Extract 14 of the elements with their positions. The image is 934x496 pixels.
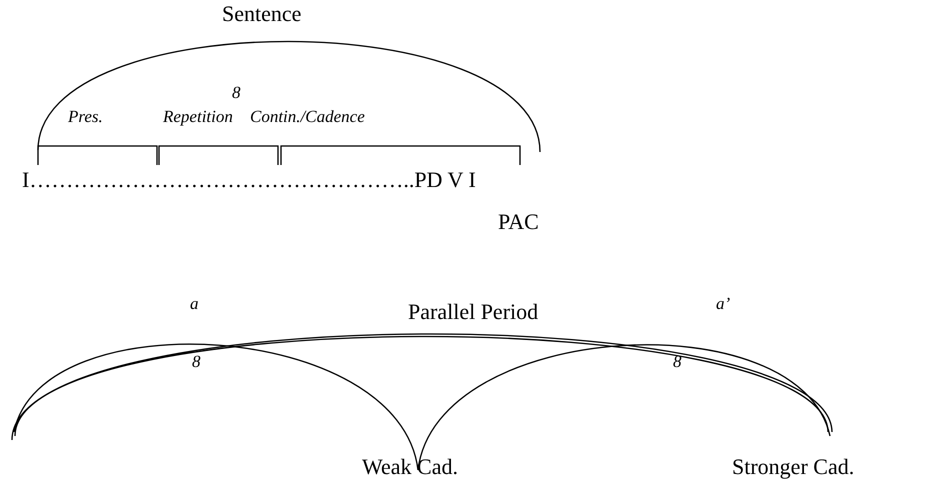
form-label: Sentence bbox=[222, 2, 302, 26]
measure-number: 8 bbox=[673, 353, 682, 372]
chord-progression: I……………………………………………..PD V I bbox=[22, 168, 476, 192]
phrase-label: a’ bbox=[716, 295, 730, 314]
cadence-label: Stronger Cad. bbox=[732, 455, 854, 480]
section-label: Repetition bbox=[163, 108, 233, 127]
phrase-label: a bbox=[190, 295, 198, 314]
form-label: Parallel Period bbox=[408, 300, 538, 324]
cadence-label: Weak Cad. bbox=[362, 455, 458, 480]
section-label: Pres. bbox=[68, 108, 103, 127]
cadence-label: PAC bbox=[498, 210, 539, 234]
measure-number: 8 bbox=[192, 353, 200, 372]
section-label: Contin./Cadence bbox=[250, 108, 365, 127]
measure-number: 8 bbox=[232, 84, 240, 103]
